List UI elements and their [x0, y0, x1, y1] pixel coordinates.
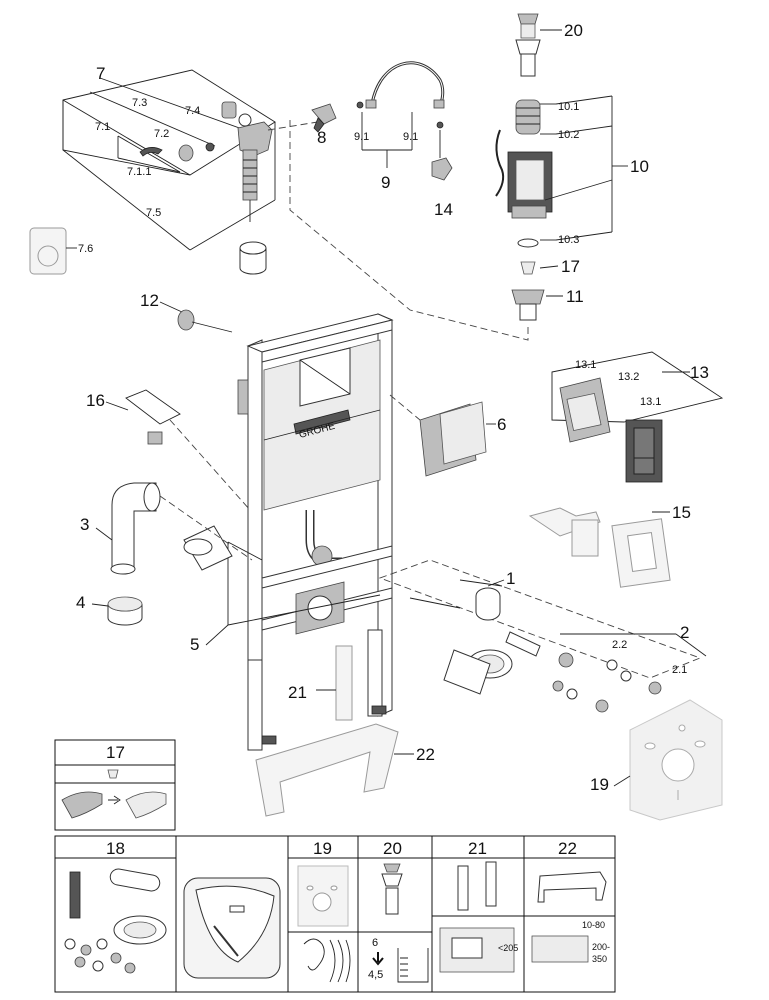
- callout-16: 16: [86, 391, 105, 410]
- toilet-icon: [61, 791, 103, 819]
- callout-10-3: 10.3: [558, 234, 579, 246]
- frame-icon: [451, 937, 483, 959]
- inspection-box: 6: [389, 394, 506, 477]
- callout-7-1-1: 7.1.1: [127, 166, 151, 178]
- extension-group: 21 22: [255, 645, 435, 817]
- callout-3: 3: [80, 515, 89, 534]
- callout-2-1: 2.1: [672, 664, 687, 676]
- panel-20-title: 20: [383, 839, 402, 858]
- ear-icon: [303, 938, 325, 971]
- panel-22-title: 22: [558, 839, 577, 858]
- dim-21-height: <205: [498, 943, 518, 953]
- callout-2: 2: [680, 623, 689, 642]
- callout-7-4: 7.4: [185, 105, 200, 117]
- callout-10: 10: [630, 157, 649, 176]
- callout-19: 19: [590, 775, 609, 794]
- callout-21: 21: [288, 683, 307, 702]
- callout-7-6: 7.6: [78, 243, 93, 255]
- panel-17: 17: [54, 739, 176, 831]
- callout-10-1: 10.1: [558, 101, 579, 113]
- flush-plate-group: 13.1 13.2 13.1 13: [551, 351, 724, 483]
- callout-4: 4: [76, 593, 85, 612]
- callout-20: 20: [564, 21, 583, 40]
- callout-11: 11: [566, 287, 584, 306]
- dim-22-offset: 10-80: [582, 920, 605, 930]
- installation-frame: GROHE 5: [190, 313, 394, 751]
- callout-9-1-right: 9.1: [403, 131, 418, 143]
- callout-9-1-left: 9.1: [354, 131, 369, 143]
- dim-22-height-bottom: 350: [592, 954, 607, 964]
- panel-18-title: 18: [106, 839, 125, 858]
- wall-anchor-group: 12 16: [86, 291, 251, 511]
- callout-1: 1: [506, 569, 515, 588]
- callout-15: 15: [672, 503, 691, 522]
- callout-13: 13: [690, 363, 709, 382]
- drain-pipe-group: 3 4: [76, 482, 253, 626]
- callout-9: 9: [381, 173, 390, 192]
- callout-7-5: 7.5: [146, 207, 161, 219]
- callout-7-3: 7.3: [132, 97, 147, 109]
- callout-12: 12: [140, 291, 159, 310]
- callout-14: 14: [434, 200, 453, 219]
- callout-2-2: 2.2: [612, 639, 627, 651]
- measuring-cup-icon: [397, 948, 429, 983]
- callout-7: 7: [96, 64, 105, 83]
- depth-top: 6: [372, 937, 378, 949]
- hose-group: 8 9.1 9.1 9 14: [311, 61, 453, 219]
- arrow-down-icon: [372, 952, 384, 966]
- callout-8: 8: [317, 128, 326, 147]
- callout-7-1: 7.1: [95, 121, 110, 133]
- sound-insulation-group: 19: [590, 699, 723, 821]
- callout-7-2: 7.2: [154, 128, 169, 140]
- panel-21-title: 21: [468, 839, 487, 858]
- mounting-frame-group: 15: [528, 503, 691, 588]
- callout-13-2: 13.2: [618, 371, 639, 383]
- callout-22: 22: [416, 745, 435, 764]
- panel-17-title: 17: [106, 743, 125, 762]
- depth-bottom: 4,5: [368, 969, 383, 981]
- callout-13-1-bottom: 13.1: [640, 396, 661, 408]
- callout-10-2: 10.2: [558, 129, 579, 141]
- fixing-bolts-group: 1 2 2.2 2.1: [378, 559, 707, 713]
- bottom-panels: 18 19 20 6 4,5 21: [54, 835, 616, 993]
- dim-22-height-top: 200-: [592, 942, 610, 952]
- flush-valve-group: 20 10.1 10.2 10.3 10 17 11: [289, 13, 649, 341]
- callout-6: 6: [497, 415, 506, 434]
- callout-13-1-top: 13.1: [575, 359, 596, 371]
- valve-assembly-group: 7 7.3 7.4 7.1 7.2 7.1.1 7.5 7.6: [29, 64, 331, 275]
- callout-17: 17: [561, 257, 580, 276]
- panel-19-title: 19: [313, 839, 332, 858]
- callout-5: 5: [190, 635, 199, 654]
